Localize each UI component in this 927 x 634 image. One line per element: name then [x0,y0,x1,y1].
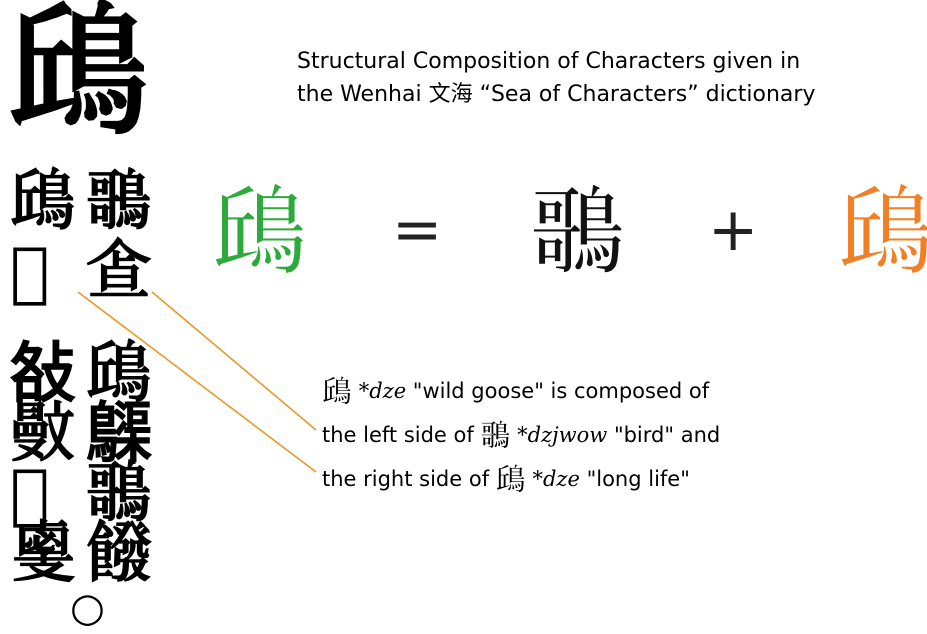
description-line-3: the right side of 𩿨 *dze "long life" [322,458,720,502]
star-mark: * [525,467,543,491]
connector-line-right-side [151,291,317,431]
end-circle-mark: ○ [70,585,105,631]
title-line-1: Structural Composition of Characters giv… [297,49,801,74]
column-glyph: 𢻛 [10,514,76,592]
page-title: Structural Composition of Characters giv… [297,45,815,111]
equals-sign: = [392,195,443,265]
description-glyph: 𩿨 [322,375,352,410]
column-glyph: 𦞊 [10,232,50,310]
star-mark: * [510,423,528,447]
description-line-1: 𩿨 *dze "wild goose" is composed of [322,370,720,414]
column-glyph: 𩞽 [86,514,152,592]
column-glyph: 𢼛 [10,334,76,412]
left-component-glyph: 𪃿 [530,177,626,289]
description-text: "long life" [579,467,690,491]
description-text: the right side of [322,467,496,491]
column-glyph: 𩿨 [10,162,76,240]
description-glyph: 𩿨 [495,463,526,498]
column-glyph: 𣁜 [10,394,76,472]
description-line-2: the left side of 𪃿 *dzjwow "bird" and [322,414,720,458]
headword-glyph: 𩿨 [8,0,150,156]
description-glyph: 𪃿 [480,419,511,454]
romanization: dze [542,467,580,491]
plus-sign: + [708,195,759,265]
result-glyph: 𩿨 [212,177,308,289]
title-line-2: the Wenhai 文海 “Sea of Characters” dictio… [297,82,816,107]
column-glyph: 𩚃 [86,232,152,310]
description-text: "bird" and [607,423,721,447]
description: 𩿨 *dze "wild goose" is composed of the l… [322,370,720,502]
description-text: "wild goose" is composed of [406,379,710,403]
description-text: the left side of [322,423,481,447]
right-component-glyph: 𩿨 [838,177,927,289]
star-mark: * [358,379,370,403]
column-glyph: 𢻱 [10,454,50,532]
column-glyph: 𪃿 [86,162,152,240]
romanization: dzjwow [527,423,608,447]
romanization: dze [369,379,407,403]
